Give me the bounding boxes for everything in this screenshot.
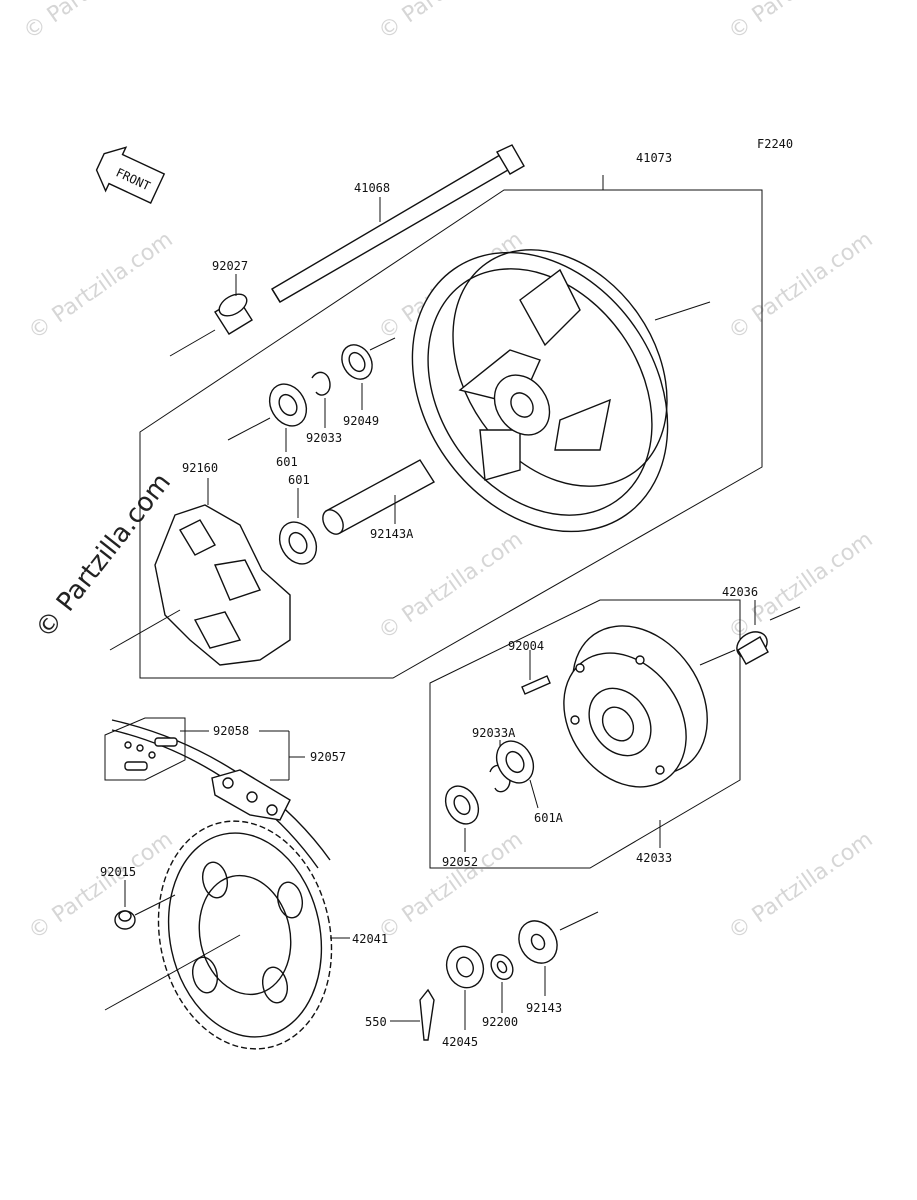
washer-92200	[490, 953, 514, 1013]
part-label-41073[interactable]: 41073	[636, 151, 672, 165]
bearing-601-upper	[227, 383, 308, 452]
part-label-550[interactable]: 550	[365, 1015, 387, 1029]
part-label-601-upper[interactable]: 601	[276, 455, 298, 469]
part-label-92033[interactable]: 92033	[306, 431, 342, 445]
part-label-92160[interactable]: 92160	[182, 461, 218, 475]
watermark-text: © Partzilla.com	[724, 227, 877, 345]
cotter-pin-550	[390, 988, 435, 1041]
part-label-601A[interactable]: 601A	[534, 811, 564, 825]
watermark-text: © Partzilla.com	[724, 827, 877, 945]
sprocket-hub-42033	[563, 625, 736, 848]
nut-92015	[114, 880, 176, 930]
master-link-92058	[104, 717, 186, 781]
watermark-text: © Partzilla.com	[19, 0, 172, 45]
hub-group-outline	[429, 599, 741, 869]
part-label-92033A[interactable]: 92033A	[472, 726, 516, 740]
wheel-group-outline	[139, 189, 763, 679]
part-label-42036[interactable]: 42036	[722, 585, 758, 599]
collar-42036	[736, 600, 801, 665]
watermark-text-main: © Partzilla.com	[30, 468, 177, 645]
watermark-text: © Partzilla.com	[24, 827, 177, 945]
part-label-92052[interactable]: 92052	[442, 855, 478, 869]
part-label-92058[interactable]: 92058	[213, 724, 249, 738]
watermark-text: © Partzilla.com	[374, 0, 527, 45]
part-label-92049[interactable]: 92049	[343, 414, 379, 428]
part-label-92027[interactable]: 92027	[212, 259, 248, 273]
damper-92160	[109, 478, 291, 666]
bearing-601A	[495, 740, 539, 809]
part-label-92004[interactable]: 92004	[508, 639, 544, 653]
part-label-42045[interactable]: 42045	[442, 1035, 478, 1049]
wheel-rim	[411, 249, 711, 533]
axle-41068	[271, 144, 525, 303]
part-label-92015[interactable]: 92015	[100, 865, 136, 879]
watermark-text: © Partzilla.com	[374, 827, 527, 945]
axle-nut-42045	[445, 945, 485, 1030]
part-label-92143A[interactable]: 92143A	[370, 527, 414, 541]
part-label-42033[interactable]: 42033	[636, 851, 672, 865]
bearing-601-lower	[278, 488, 318, 565]
collar-92143	[518, 911, 599, 996]
chain-92057	[111, 719, 331, 869]
part-label-92143[interactable]: 92143	[526, 1001, 562, 1015]
collar-92027	[169, 274, 253, 357]
stud-92004	[521, 650, 551, 695]
seal-92052	[444, 785, 480, 852]
chain-bracket	[180, 730, 305, 781]
front-arrow-icon: FRONT	[95, 146, 166, 204]
part-label-92200[interactable]: 92200	[482, 1015, 518, 1029]
watermark-text: © Partzilla.com	[724, 0, 877, 45]
part-label-42041[interactable]: 42041	[352, 932, 388, 946]
seal-92049	[341, 337, 396, 410]
diagram-code: F2240	[757, 137, 793, 151]
watermark-text: © Partzilla.com	[374, 527, 527, 645]
spacer-92143A	[322, 459, 435, 535]
circlip-92033	[311, 371, 331, 428]
watermark-text: © Partzilla.com	[24, 227, 177, 345]
sprocket-42041	[104, 820, 350, 1050]
part-label-92057[interactable]: 92057	[310, 750, 346, 764]
part-label-601-lower[interactable]: 601	[288, 473, 310, 487]
part-label-41068[interactable]: 41068	[354, 181, 390, 195]
